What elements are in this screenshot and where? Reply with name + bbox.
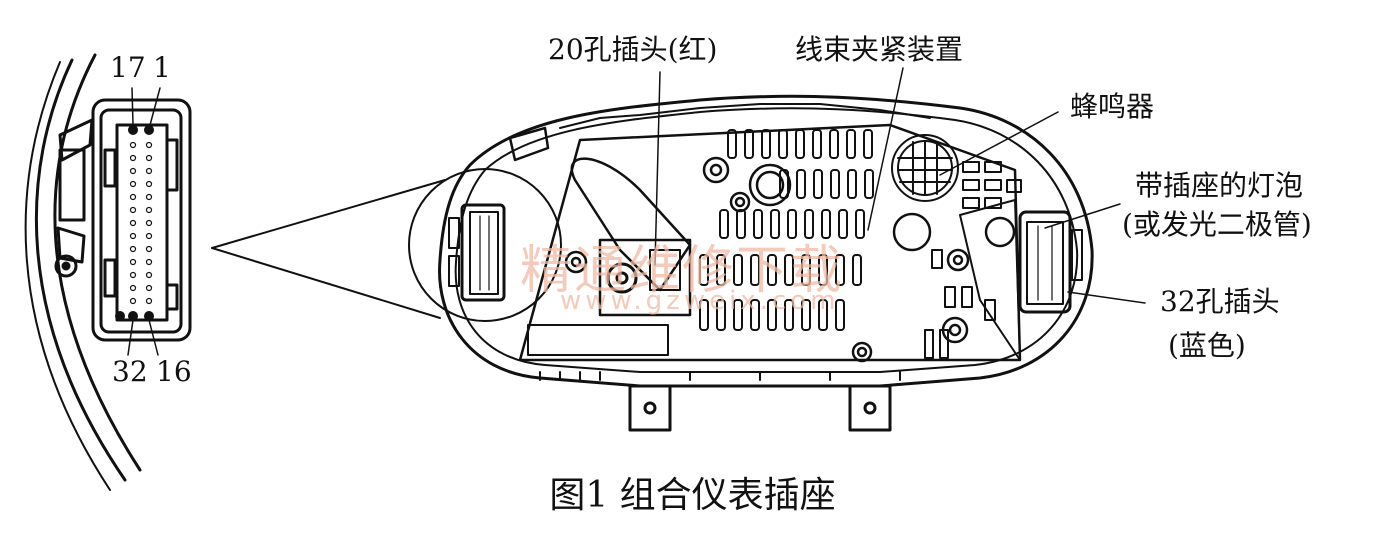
pin-label-17: 17 [110,51,146,84]
watermark-cn: 精通维修下载 [520,241,845,301]
figure-caption: 图1 组合仪表插座 [549,475,836,516]
connector-detail [24,53,192,491]
buzzer-component [891,134,959,202]
label-bulb-line1: 带插座的灯泡 [1135,169,1304,202]
label-32-pin-line1: 32孔插头 [1160,285,1280,318]
instrument-cluster [438,94,1094,432]
watermark-url: www.gzweix.com [560,286,840,316]
pin-grid [115,125,154,321]
connector-20-housing [448,126,550,302]
pin-label-32: 32 [112,355,148,388]
leader-lines [654,67,1146,304]
magnifier-callout [211,168,562,322]
label-harness-clamp: 线束夹紧装置 [795,33,964,66]
label-32-pin-line2: (蓝色) [1168,329,1246,362]
label-20-pin-connector: 20孔插头(红) [548,33,718,66]
pin-label-16: 16 [156,355,192,388]
label-bulb-line2: (或发光二极管) [1122,208,1312,241]
pin-label-1: 1 [153,51,171,84]
label-buzzer: 蜂鸣器 [1070,90,1155,123]
connector-32-housing [1018,210,1083,314]
